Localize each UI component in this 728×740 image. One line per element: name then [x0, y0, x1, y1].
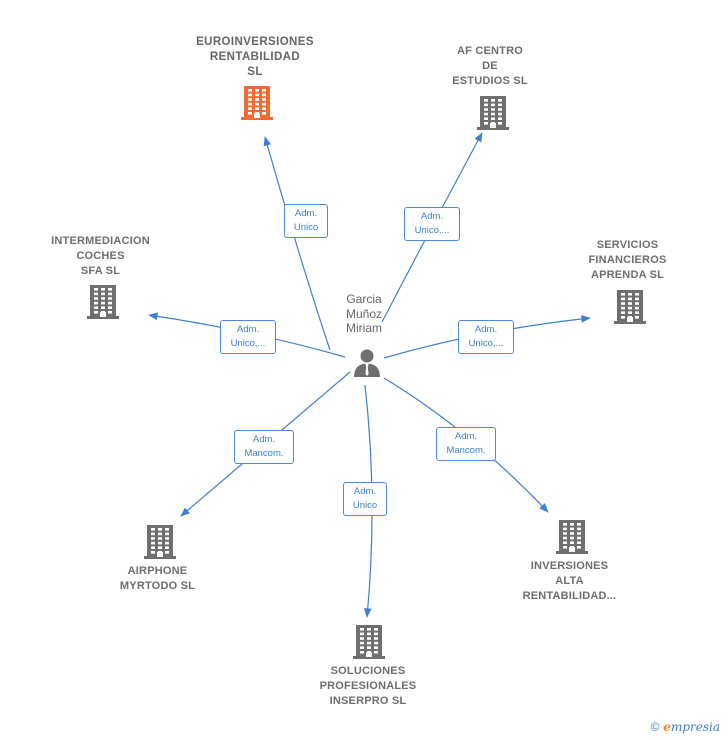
role-label[interactable]: Adm. Unico [343, 482, 387, 516]
company-name: INTERMEDIACION COCHES SFA SL [51, 235, 150, 277]
role-label[interactable]: Adm. Mancom. [436, 427, 496, 461]
role-label[interactable]: Adm. Unico,... [458, 320, 514, 354]
brand-name: mpresia [670, 720, 720, 734]
company-soluciones[interactable]: SOLUCIONES PROFESIONALES INSERPRO SL [308, 664, 428, 709]
brand-logo[interactable]: © empresia [651, 720, 720, 734]
company-af-centro[interactable]: AF CENTRO DE ESTUDIOS SL [430, 44, 550, 89]
building-icon [353, 625, 385, 664]
company-euroinversiones[interactable]: EUROINVERSIONES RENTABILIDAD SL [185, 35, 325, 80]
company-name: AF CENTRO DE ESTUDIOS SL [452, 45, 528, 87]
brand-initial: e [663, 720, 671, 734]
building-icon [241, 86, 273, 125]
building-icon [144, 525, 176, 564]
person-icon [351, 346, 383, 383]
building-icon [477, 96, 509, 135]
company-name: SOLUCIONES PROFESIONALES INSERPRO SL [319, 665, 417, 707]
company-name: SERVICIOS FINANCIEROS APRENDA SL [588, 239, 667, 281]
relation-edge [263, 136, 331, 351]
role-label[interactable]: Adm. Unico [284, 204, 328, 238]
person-name[interactable]: Garcia Muñoz Miriam [345, 292, 383, 335]
role-label[interactable]: Adm. Unico,... [220, 320, 276, 354]
company-name: AIRPHONE MYRTODO SL [119, 565, 196, 592]
company-airphone[interactable]: AIRPHONE MYRTODO SL [100, 564, 215, 594]
building-icon [614, 290, 646, 329]
company-intermediacion[interactable]: INTERMEDIACION COCHES SFA SL [38, 234, 163, 279]
copyright-symbol: © [650, 720, 660, 734]
building-icon [556, 520, 588, 559]
role-label[interactable]: Adm. Mancom. [234, 430, 294, 464]
company-name: INVERSIONES ALTA RENTABILIDAD... [522, 560, 617, 602]
company-name: EUROINVERSIONES RENTABILIDAD SL [196, 36, 314, 78]
company-inversiones[interactable]: INVERSIONES ALTA RENTABILIDAD... [512, 559, 627, 604]
company-servicios[interactable]: SERVICIOS FINANCIEROS APRENDA SL [570, 238, 685, 283]
role-label[interactable]: Adm. Unico,... [404, 207, 460, 241]
building-icon [87, 285, 119, 324]
